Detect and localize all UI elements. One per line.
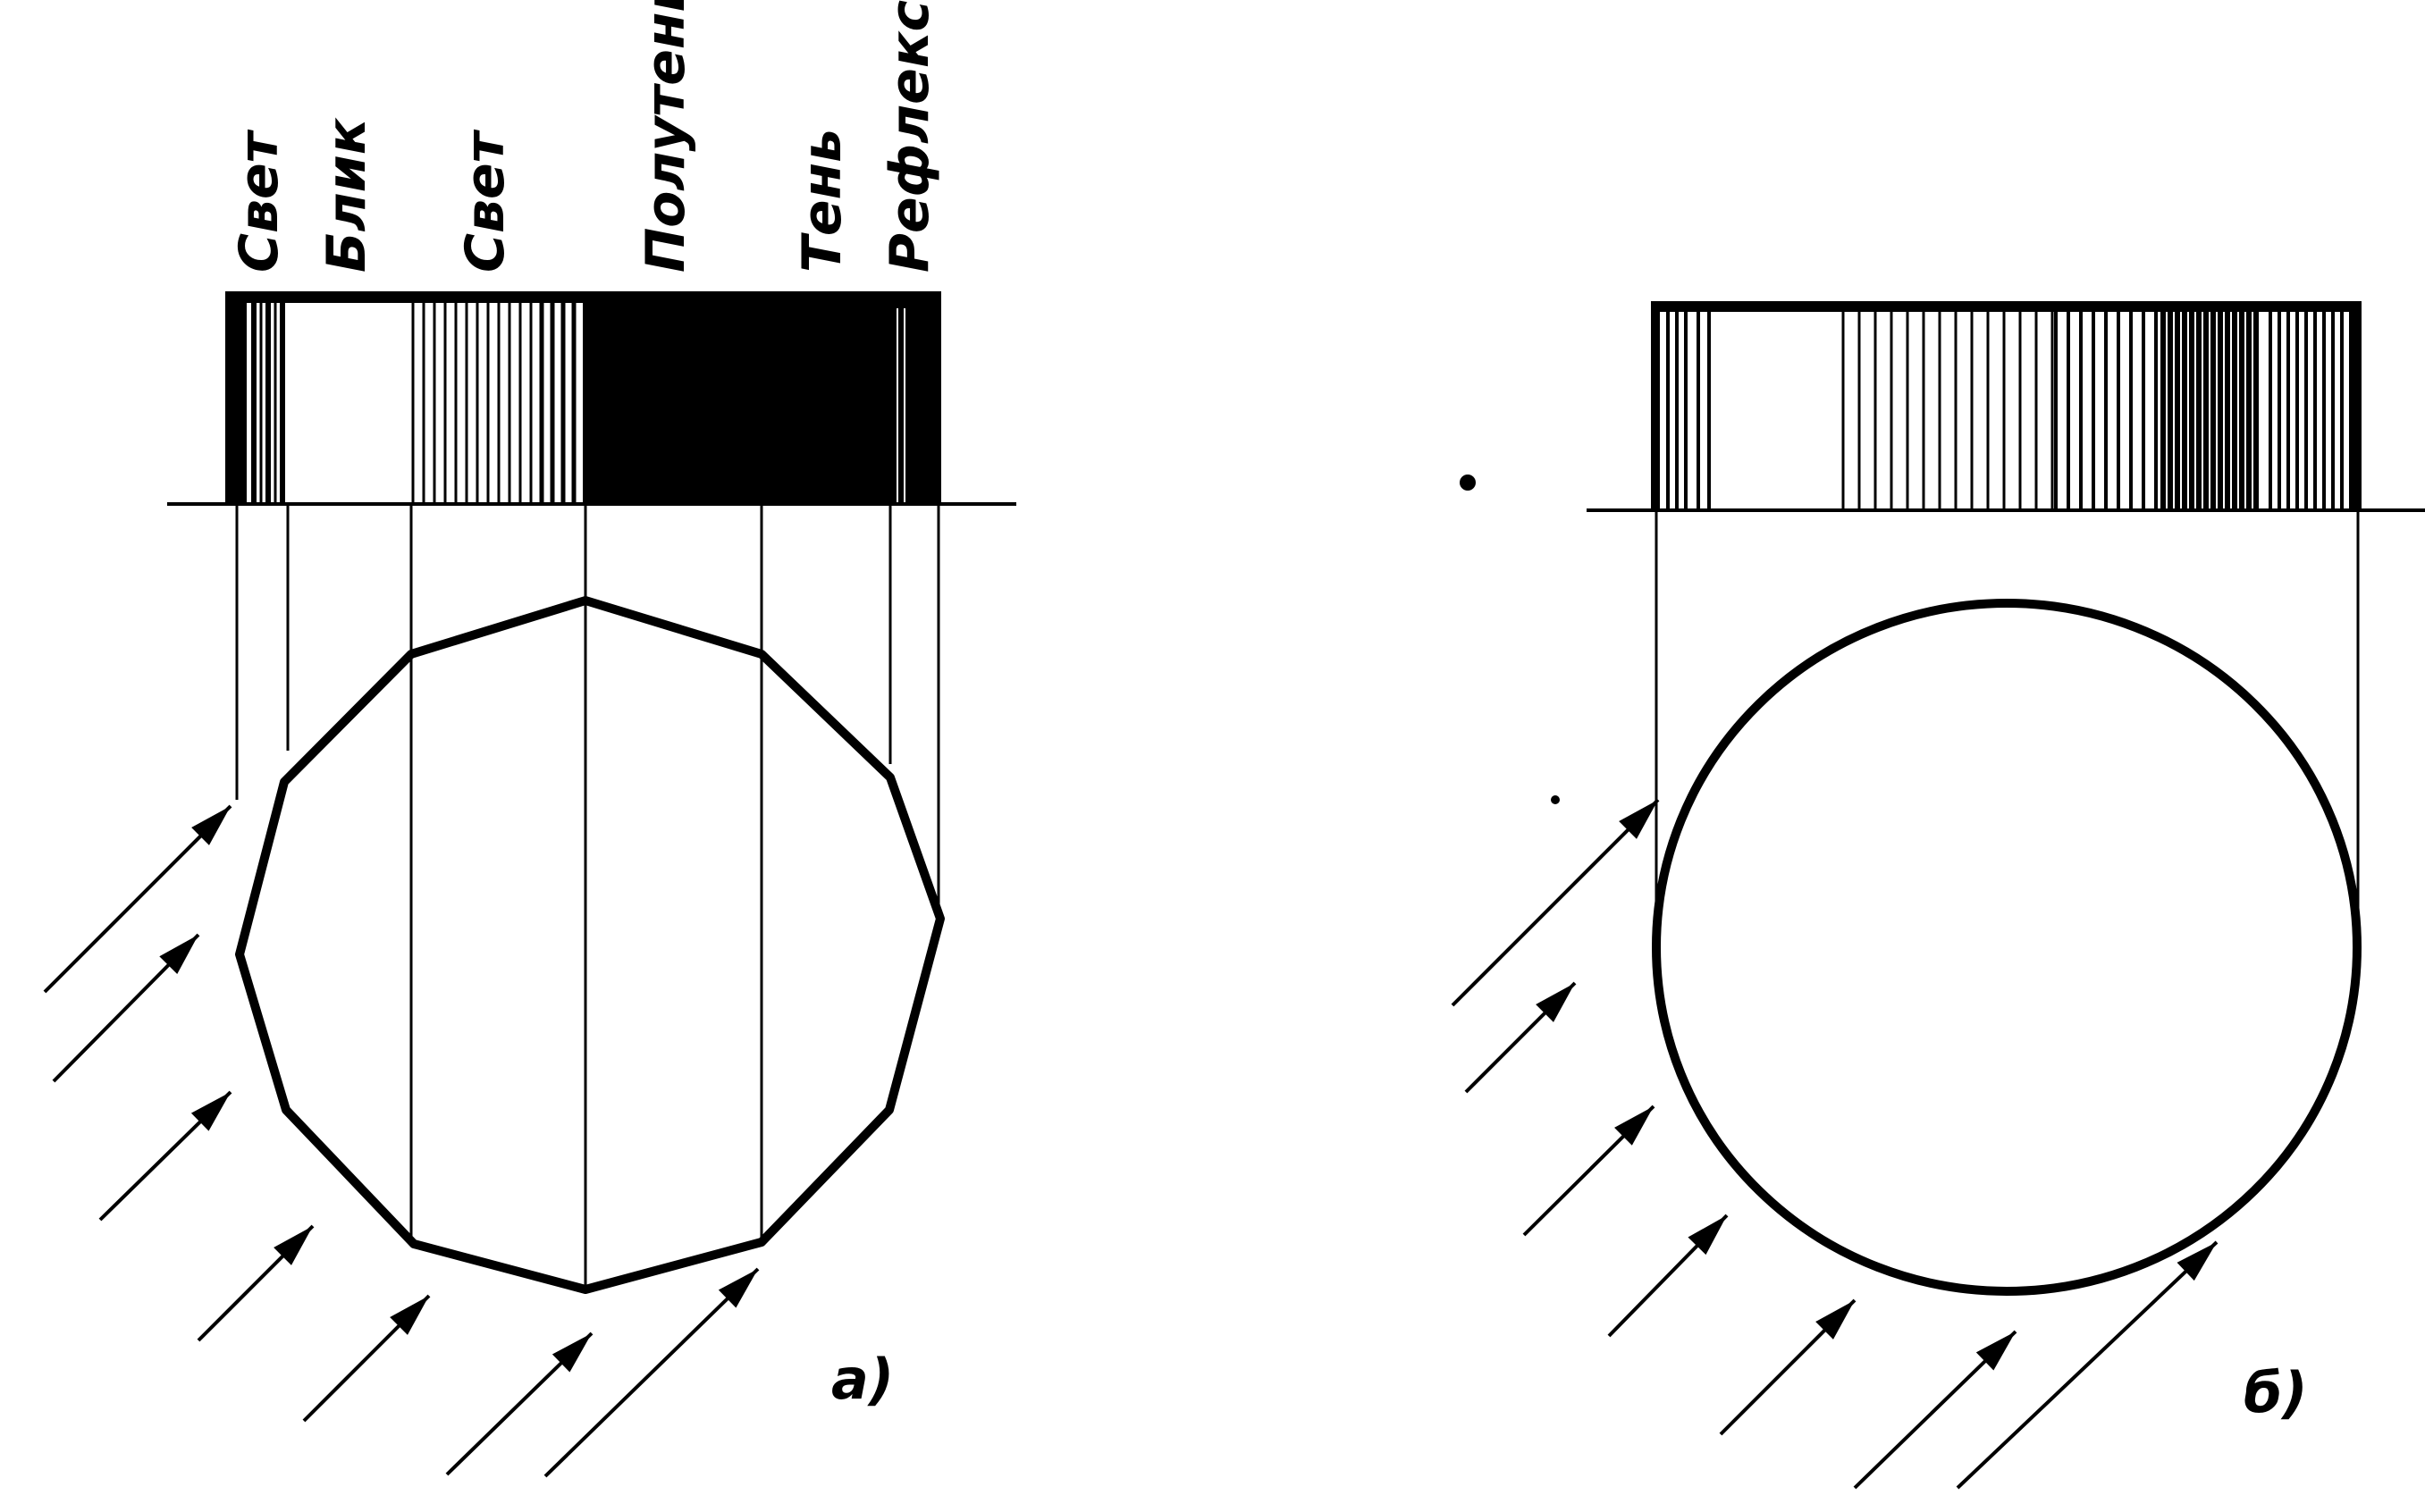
light-arrow-icon: [1607, 1214, 1729, 1338]
tone-bar-a-light-zone-2: [411, 291, 577, 504]
label-blik: Блик: [316, 117, 378, 273]
tone-bar-b: [1651, 301, 2362, 510]
light-arrow-icon: [43, 804, 232, 994]
light-arrow-icon: [1956, 1240, 2219, 1490]
light-arrow-icon: [1522, 1105, 1655, 1237]
light-arrow-icon: [1853, 1330, 2017, 1490]
tone-bar-a-shadow-zone: [583, 291, 940, 504]
label-svet-1: Свет: [228, 129, 290, 273]
light-arrow-icon: [1451, 798, 1660, 1007]
light-arrows-a: [43, 804, 760, 1478]
light-arrow-icon: [197, 1224, 315, 1342]
tone-bar-a: [225, 291, 941, 504]
projection-lines-a: [235, 504, 940, 1291]
light-arrow-icon: [52, 933, 200, 1083]
zone-labels: Свет Блик Свет Полутень Тень Рефлекс: [228, 0, 941, 273]
light-arrows-b: [1451, 798, 2219, 1490]
tone-bar-a-light-zone: [251, 291, 285, 504]
label-svet-2: Свет: [454, 129, 517, 273]
speck-1: [1460, 475, 1476, 491]
cylinder-outline: [1652, 599, 2362, 1296]
light-arrow-icon: [1464, 981, 1577, 1094]
light-arrow-icon: [302, 1294, 431, 1423]
light-arrow-icon: [1719, 1298, 1857, 1436]
label-ten: Тень: [791, 129, 854, 273]
light-arrow-icon: [543, 1267, 760, 1478]
panel-b-cylinder: б): [1451, 301, 2425, 1490]
light-arrow-icon: [445, 1331, 594, 1476]
label-poluten: Полутень: [635, 0, 697, 273]
projection-lines-b: [1655, 510, 2360, 947]
panel-label-a: а): [831, 1347, 894, 1412]
faceted-outline: [235, 596, 945, 1294]
tone-bar-a-reflex-zone: [897, 291, 941, 504]
speck-2: [1551, 795, 1560, 804]
label-refleks: Рефлекс: [879, 0, 941, 273]
panel-label-b: б): [2244, 1360, 2308, 1425]
panel-a-faceted-prism: Свет Блик Свет Полутень Тень Рефлекс а): [43, 0, 1016, 1478]
light-arrow-icon: [98, 1090, 232, 1222]
